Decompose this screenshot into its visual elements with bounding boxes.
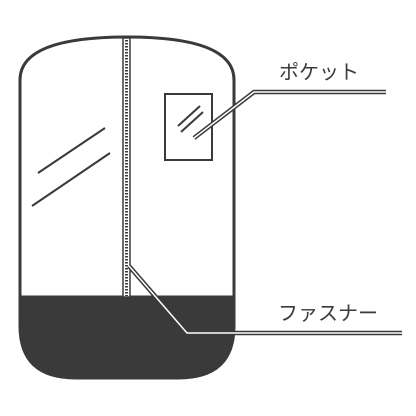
pocket-glare-line-2 [180,111,204,133]
pocket-leader-line [192,89,386,140]
zipper [122,37,131,298]
bag-dark-bottom-panel [20,297,234,378]
glare-line-top [37,127,106,174]
pocket-outline [164,93,213,161]
glare-line-bottom [31,152,111,207]
pocket-glare-line-1 [177,105,201,127]
pocket [164,93,213,161]
window-glare [31,127,111,207]
zipper-leader-line [127,264,402,336]
pocket-label: ポケット [279,60,359,84]
zipper-label: ファスナー [278,301,378,325]
bag-outline [18,35,236,380]
